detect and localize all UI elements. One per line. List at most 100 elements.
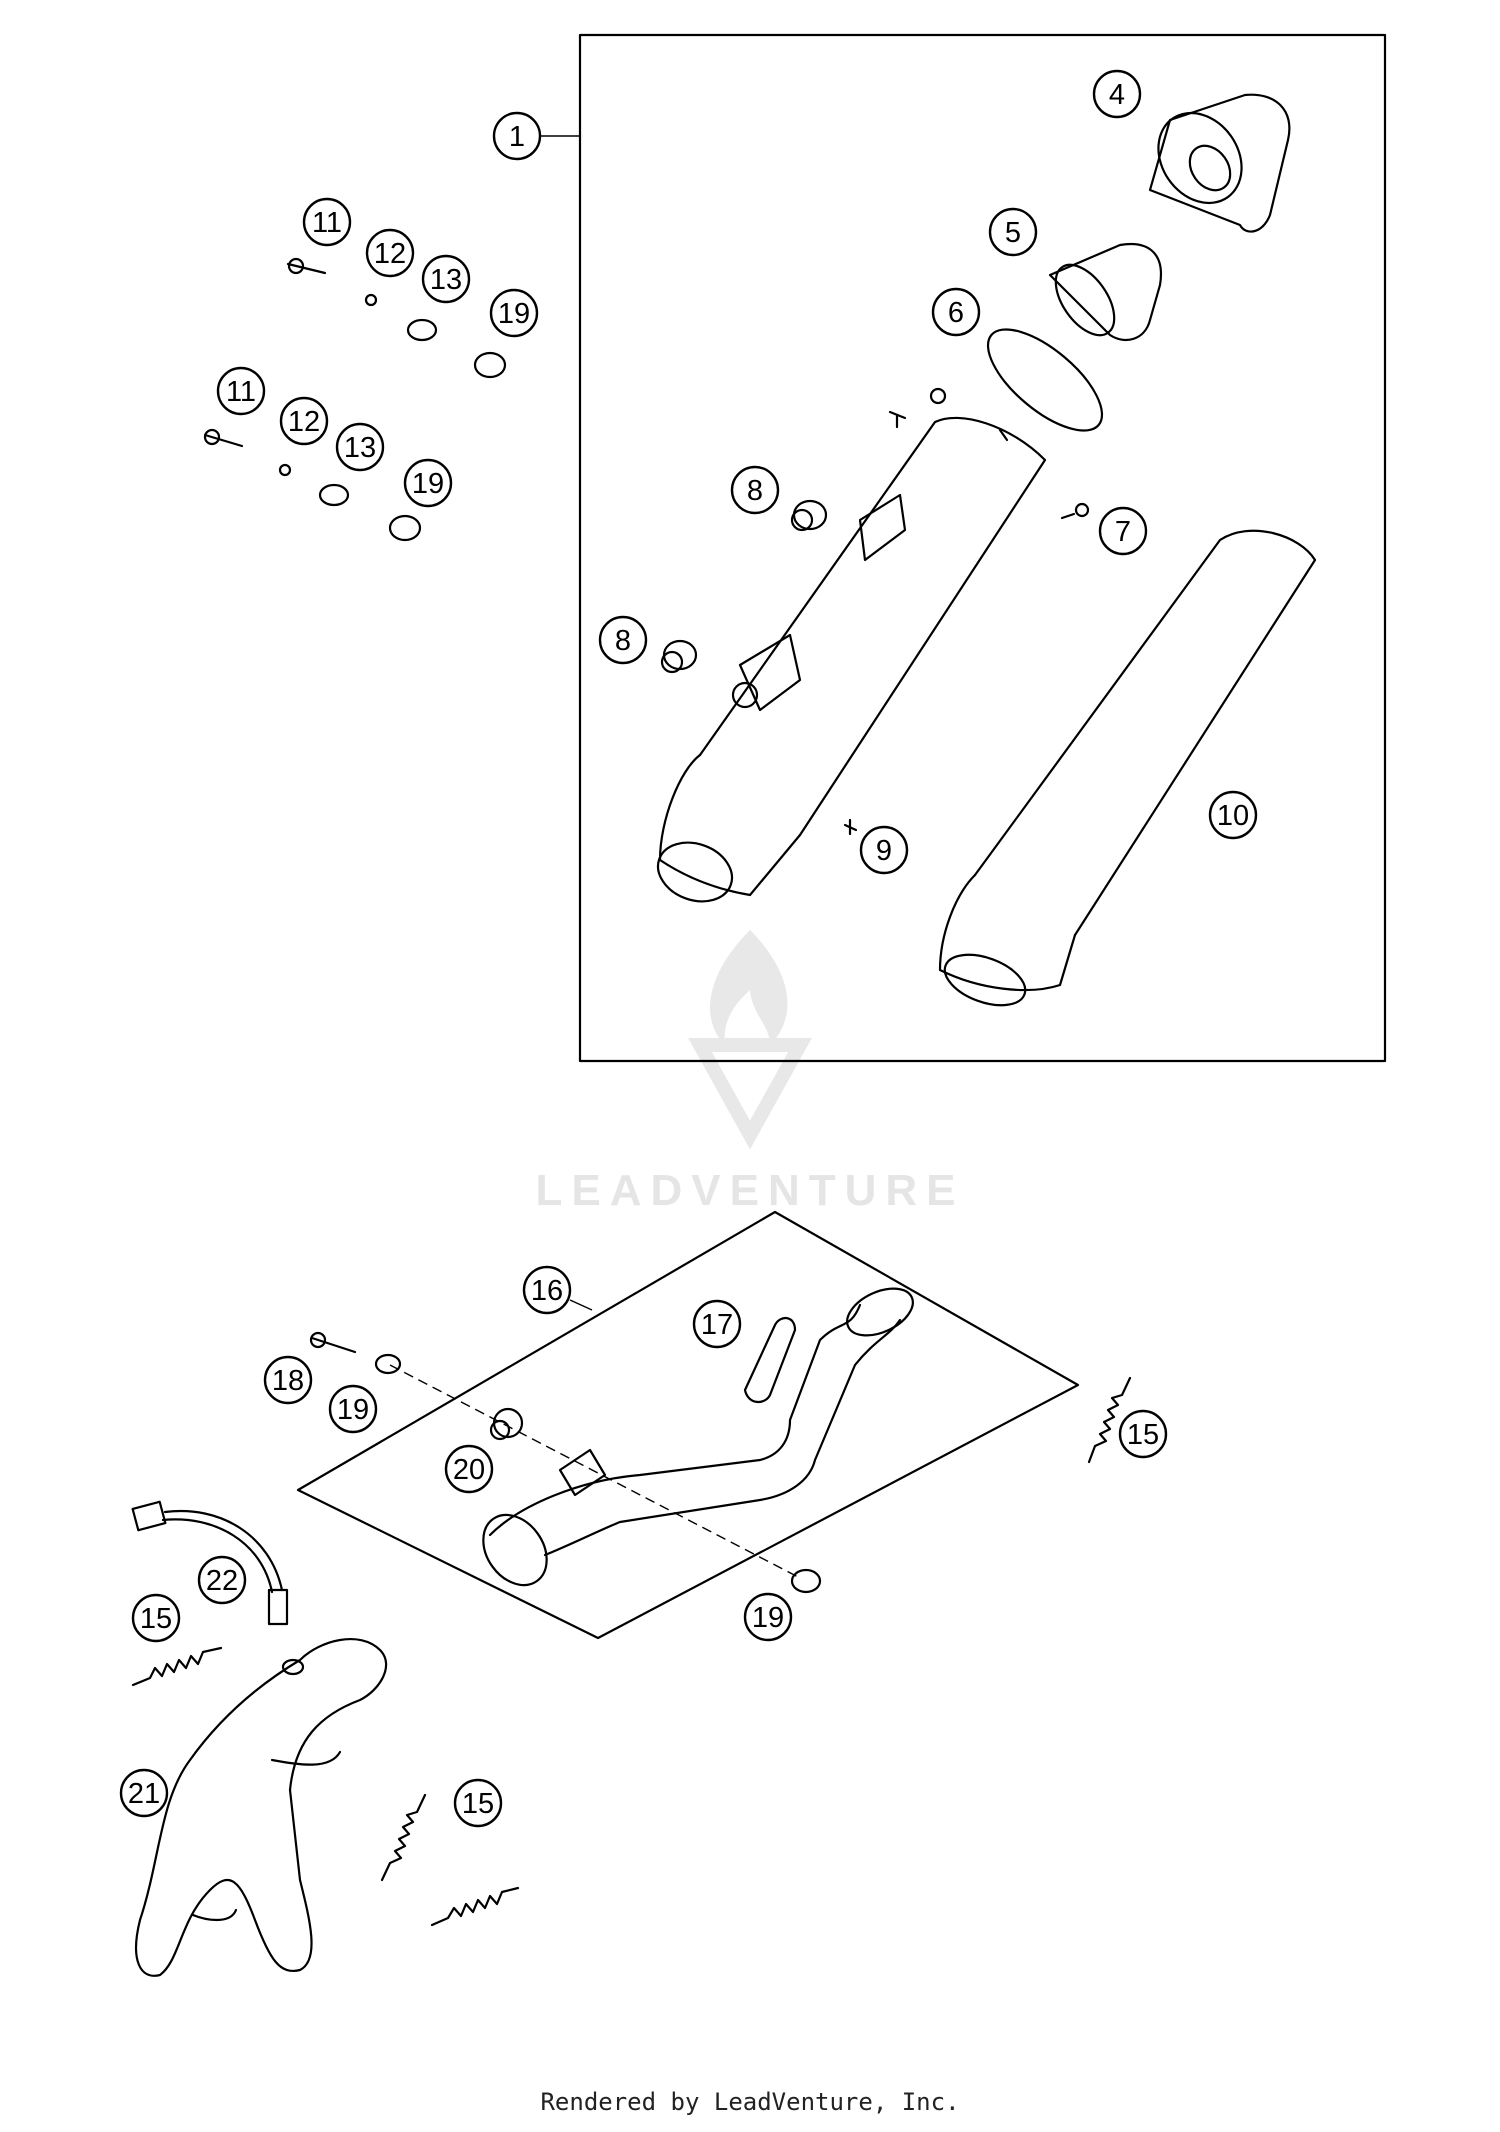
callout-circle [1098,506,1148,556]
end-cap-part-4 [1148,93,1291,233]
callout-circle [197,1555,247,1605]
callout-number: 6 [948,297,964,329]
callout-20: 20 [444,1444,494,1494]
callout-circle [302,197,352,247]
screw-part-7 [1060,502,1090,520]
callout-circle [859,825,909,875]
inner-cone-part-5 [1048,242,1163,342]
callout-number: 15 [462,1788,494,1820]
callout-15: 15 [453,1778,503,1828]
callout-11: 11 [216,366,266,416]
callout-number: 8 [747,475,763,507]
callout-circle [1092,69,1142,119]
mount-axis-dashed [389,1364,801,1579]
frame-leader-16 [569,1299,593,1311]
muffler-assembly-frame [578,33,1387,1063]
grommet-part-20 [489,1407,524,1441]
callout-circle [119,1768,169,1818]
callout-1: 1 [492,111,542,161]
callout-13: 13 [421,254,471,304]
screw-top-b [888,410,907,429]
callout-circle [131,1593,181,1643]
callout-10: 10 [1208,790,1258,840]
spring-part-15-right [1087,1376,1132,1464]
fastener-set-a [286,257,507,379]
callout-number: 10 [1217,800,1249,832]
washer-part-19-lower [790,1568,822,1594]
callout-circle [365,228,415,278]
callout-circle [444,1444,494,1494]
callout-number: 17 [701,1309,733,1341]
callout-9: 9 [859,825,909,875]
callout-number: 15 [140,1603,172,1635]
muffler-body [656,416,1047,903]
callout-number: 19 [412,468,444,500]
callout-number: 12 [374,238,406,270]
grommet-part-8-lower [660,639,698,674]
muffler-sleeve-part-10 [938,529,1317,1007]
header-pipe-part-21 [135,1638,388,1977]
callout-circle [279,396,329,446]
callout-circle [1208,790,1258,840]
callout-12: 12 [279,396,329,446]
grommet-part-8-upper [790,499,828,532]
callout-number: 20 [453,1454,485,1486]
callout-number: 7 [1115,516,1131,548]
callout-7: 7 [1098,506,1148,556]
callout-13: 13 [335,422,385,472]
callout-number: 18 [272,1365,304,1397]
callout-circle [1118,1409,1168,1459]
callout-16: 16 [522,1265,572,1315]
bolt-part-18 [309,1331,402,1375]
callout-circle [931,287,981,337]
callout-circle [335,422,385,472]
callout-5: 5 [988,207,1038,257]
callout-18: 18 [263,1355,313,1405]
header-pipe-part-16 [482,1287,914,1587]
callout-circle [489,288,539,338]
part-callouts: 1 4 5 6 7 8 8 9 10 11 12 13 19 11 12 13 19 16 17 18 19 20 15 19… [119,69,1258,1828]
callout-number: 13 [344,432,376,464]
callout-circle [692,1299,742,1349]
callout-22: 22 [197,1555,247,1605]
header-assembly-frame [296,1210,1080,1640]
callout-17: 17 [692,1299,742,1349]
gasket-ring-part-6 [986,328,1104,432]
callout-number: 16 [531,1275,563,1307]
callout-19: 19 [328,1384,378,1434]
callout-circle [216,366,266,416]
callout-number: 19 [498,298,530,330]
screw-part-9 [843,818,858,836]
spring-part-15-lower-b [430,1886,520,1927]
callout-8: 8 [598,615,648,665]
spring-part-15-lower-a [380,1793,427,1882]
callout-circle [492,111,542,161]
callout-19: 19 [403,458,453,508]
callout-number: 4 [1109,79,1125,111]
callout-circle [453,1778,503,1828]
render-credit: Rendered by LeadVenture, Inc. [540,2088,960,2116]
callout-4: 4 [1092,69,1142,119]
callout-circle [522,1265,572,1315]
screw-top-a [929,387,947,405]
callout-12: 12 [365,228,415,278]
callout-number: 11 [226,376,256,408]
callout-circle [598,615,648,665]
callout-circle [730,465,780,515]
callout-19: 19 [489,288,539,338]
callout-circle [421,254,471,304]
callout-6: 6 [931,287,981,337]
callout-circle [743,1592,793,1642]
leadventure-watermark: LEADVENTURE [535,930,956,1215]
bracket-part-17 [743,1317,797,1403]
callout-circle [328,1384,378,1434]
callout-circle [988,207,1038,257]
callout-19: 19 [743,1592,793,1642]
callout-number: 8 [615,625,631,657]
callout-11: 11 [302,197,352,247]
callout-number: 19 [752,1602,784,1634]
callout-number: 1 [509,121,525,153]
callout-number: 13 [430,264,462,296]
callout-15: 15 [1118,1409,1168,1459]
